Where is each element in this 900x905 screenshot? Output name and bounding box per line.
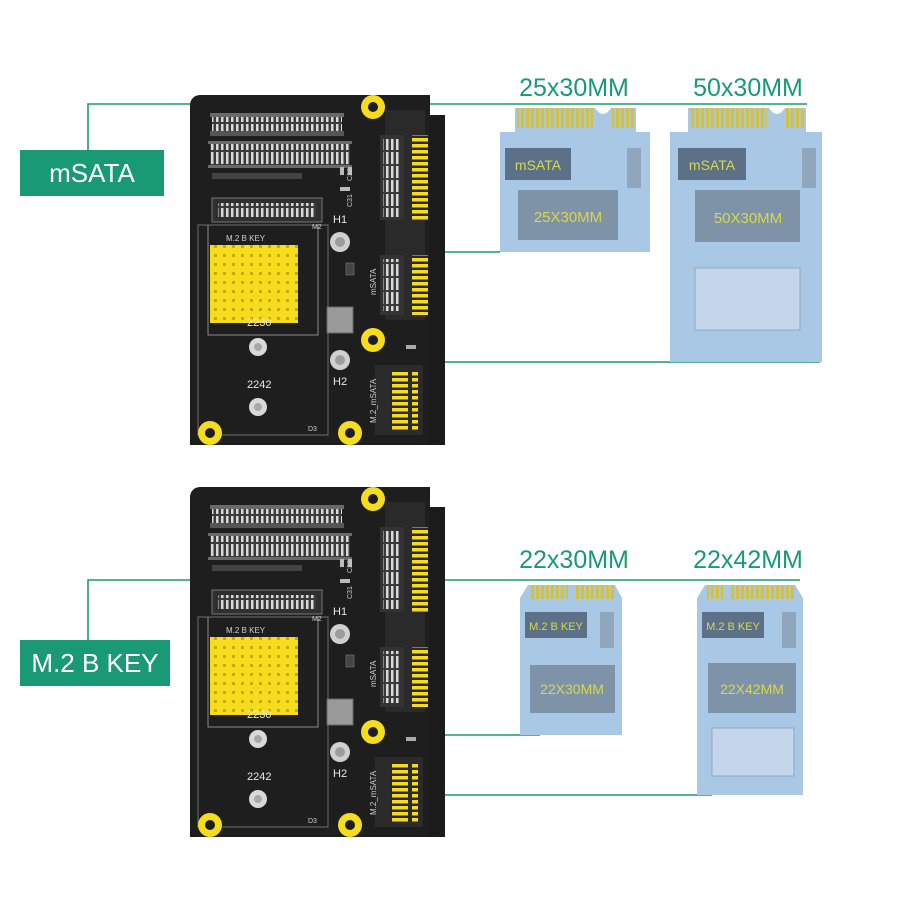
hole-h2-label: H2 — [333, 376, 347, 388]
pos-2230-label: 2230 — [247, 709, 271, 721]
card-title: 22x42MM — [693, 546, 803, 574]
c31-text: C31 — [347, 194, 354, 207]
pos-2242-label: 2242 — [247, 379, 271, 391]
d3-text: D3 — [308, 818, 317, 825]
slot-label-text: M.2 B KEY — [226, 234, 266, 243]
c32-text: C32 — [347, 560, 354, 573]
c32-text: C32 — [347, 168, 354, 181]
vertical-m2msata-text: M.2_mSATA — [369, 378, 378, 423]
vertical-msata-text: mSATA — [369, 268, 378, 295]
d3-text: D3 — [308, 426, 317, 433]
card-chip-label: 22X30MM — [540, 681, 604, 697]
section-msata: M.2 B KEY M2 2230 2242 H1 H2 D3 C32 C31 … — [87, 74, 822, 446]
card-m2-22x30: 22x30MM M.2 B KEY 22X30MM — [519, 546, 629, 735]
card-msata-25x30: 25x30MM mSATA 25X30MM — [500, 74, 650, 252]
slot-label-text: M.2 B KEY — [226, 626, 266, 635]
hole-h1-label: H1 — [333, 214, 347, 226]
card-m2-22x42: 22x42MM M.2 B KEY 22X42MM — [693, 546, 803, 795]
adapter-board-m2: M.2 B KEY M2 2230 2242 H1 H2 D3 C32 C31 … — [189, 486, 446, 838]
pos-2242-label: 2242 — [247, 771, 271, 783]
hole-h1-label: H1 — [333, 606, 347, 618]
card-msata-50x30: 50x30MM mSATA 50X30MM — [670, 74, 822, 362]
card-name-label: M.2 B KEY — [706, 621, 760, 633]
card-title: 50x30MM — [693, 74, 803, 102]
card-chip-label: 50X30MM — [714, 210, 782, 227]
section-label-m2-bkey: M.2 B KEY — [20, 640, 170, 686]
card-name-label: mSATA — [515, 157, 562, 173]
vertical-msata-text: mSATA — [369, 660, 378, 687]
section-label-msata: mSATA — [20, 150, 164, 196]
m2-text: M2 — [312, 224, 322, 231]
card-chip-label: 25X30MM — [534, 209, 602, 226]
card-title: 25x30MM — [519, 74, 629, 102]
adapter-board-msata: M.2 B KEY M2 2230 2242 H1 H2 D3 C32 C31 … — [189, 94, 446, 446]
card-title: 22x30MM — [519, 546, 629, 574]
c31-text: C31 — [347, 586, 354, 599]
vertical-m2msata-text: M.2_mSATA — [369, 770, 378, 815]
card-name-label: M.2 B KEY — [529, 621, 583, 633]
m2-text: M2 — [312, 616, 322, 623]
section-m2-bkey: M.2 B KEY M2 2230 2242 H1 H2 D3 C32 C31 … — [87, 486, 803, 838]
hole-h2-label: H2 — [333, 768, 347, 780]
pos-2230-label: 2230 — [247, 317, 271, 329]
card-chip-label: 22X42MM — [720, 681, 784, 697]
card-name-label: mSATA — [689, 157, 736, 173]
